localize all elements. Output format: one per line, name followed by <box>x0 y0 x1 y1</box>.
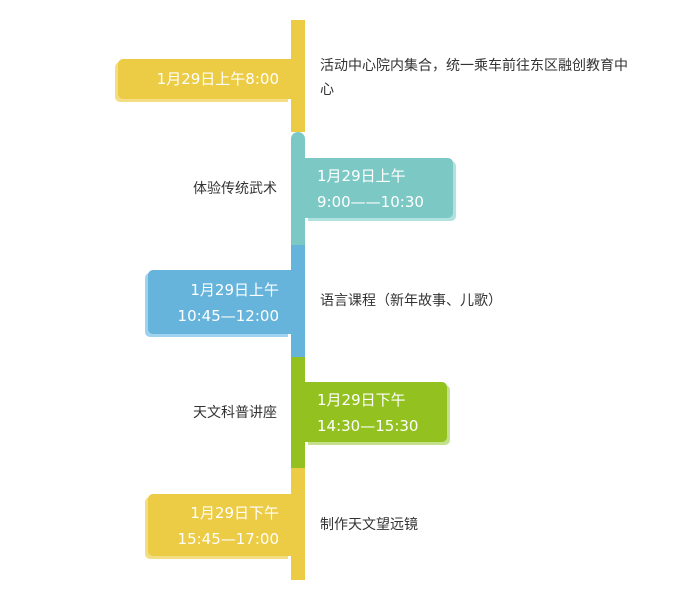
time-line2: 9:00——10:30 <box>317 193 424 211</box>
time-line1: 1月29日下午 <box>317 391 406 409</box>
time-badge-2: 1月29日上午 9:00——10:30 <box>305 158 453 218</box>
activity-text-3: 语言课程（新年故事、儿歌） <box>320 293 502 309</box>
timeline-segment-2 <box>291 132 305 245</box>
activity-text-1: 活动中心院内集合，统一乘车前往东区融创教育中心 <box>320 58 628 98</box>
time-line2: 14:30—15:30 <box>317 417 419 435</box>
timeline-segment-5 <box>291 468 305 580</box>
activity-text-4: 天文科普讲座 <box>193 405 277 421</box>
time-line2: 15:45—17:00 <box>177 530 279 548</box>
time-badge-1: 1月29日上午8:00 <box>118 59 291 99</box>
time-line2: 10:45—12:00 <box>177 307 279 325</box>
time-line1: 1月29日上午 <box>190 281 279 299</box>
time-badge-5: 1月29日下午 15:45—17:00 <box>148 494 291 556</box>
timeline-segment-1 <box>291 20 305 132</box>
time-badge-4: 1月29日下午 14:30—15:30 <box>305 382 447 442</box>
time-line1: 1月29日下午 <box>190 504 279 522</box>
timeline-segment-3 <box>291 245 305 357</box>
time-line1: 1月29日上午8:00 <box>156 70 279 88</box>
activity-text-2: 体验传统武术 <box>193 181 277 197</box>
timeline-segment-4 <box>291 357 305 468</box>
activity-text-5: 制作天文望远镜 <box>320 517 418 533</box>
time-badge-3: 1月29日上午 10:45—12:00 <box>148 270 291 334</box>
time-line1: 1月29日上午 <box>317 167 406 185</box>
